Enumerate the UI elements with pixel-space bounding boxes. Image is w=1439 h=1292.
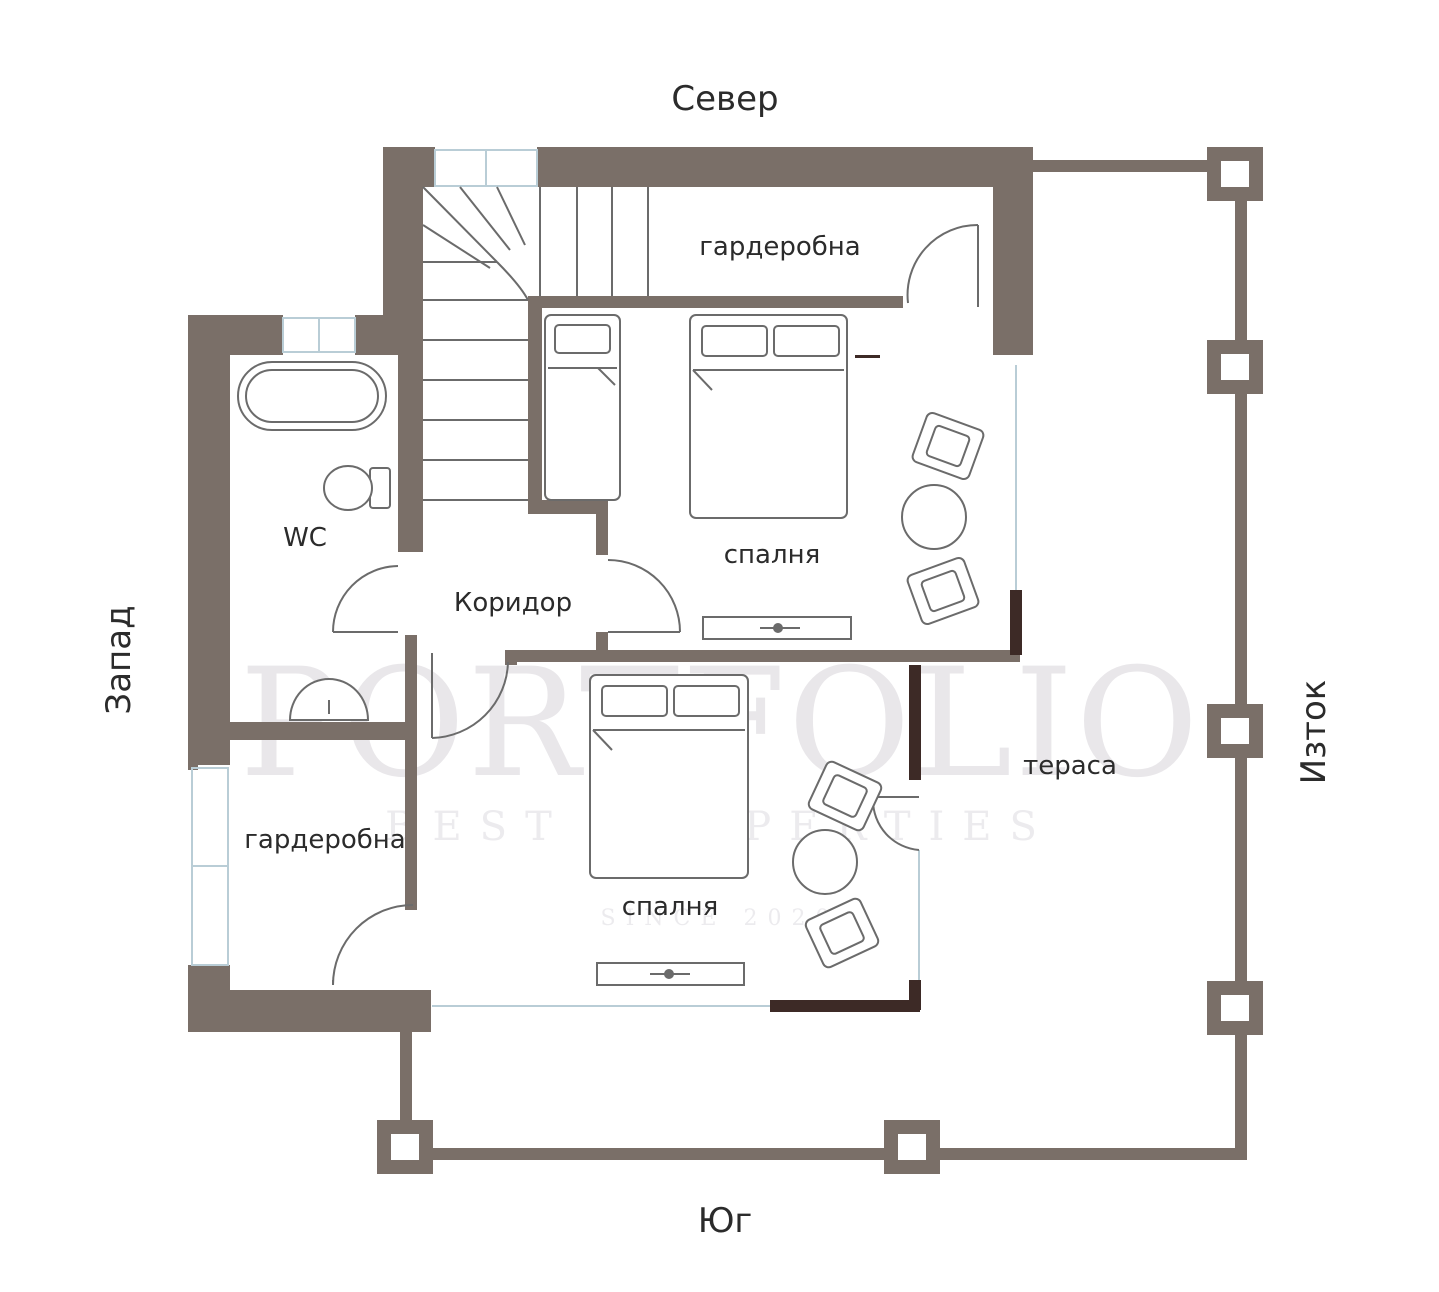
room-label-bedroom-south: спалня bbox=[622, 892, 718, 922]
window-wc bbox=[282, 317, 356, 353]
door-wardrobe-north[interactable] bbox=[906, 223, 979, 307]
south-bedroom-furniture bbox=[589, 674, 883, 986]
armchair-icon bbox=[804, 897, 880, 969]
post-e2 bbox=[1207, 704, 1263, 758]
double-bed-south-icon bbox=[589, 674, 749, 879]
window-north bbox=[434, 149, 538, 187]
watermark-since: SINCE 2020 bbox=[601, 906, 840, 931]
room-label-terrace: тераса bbox=[1023, 751, 1117, 781]
room-label-wardrobe-north: гардеробна bbox=[699, 232, 860, 262]
door-terrace[interactable] bbox=[871, 796, 920, 851]
door-wardrobe-south[interactable] bbox=[332, 904, 414, 986]
dresser-icon bbox=[702, 616, 852, 640]
dresser-icon bbox=[596, 962, 745, 986]
armchair-icon bbox=[807, 760, 883, 832]
armchair-icon bbox=[906, 556, 980, 626]
post-sw bbox=[377, 1120, 433, 1174]
room-labels: гардеробна WC Коридор спалня спалня тера… bbox=[244, 232, 1117, 922]
post-s bbox=[884, 1120, 940, 1174]
door-bedroom-north[interactable] bbox=[607, 559, 681, 633]
windows bbox=[191, 149, 1017, 1007]
post-e3 bbox=[1207, 981, 1263, 1035]
doors bbox=[332, 223, 979, 986]
walls bbox=[188, 147, 1033, 1032]
terrace-outline bbox=[400, 160, 1247, 1160]
dark-wall-accents bbox=[770, 355, 1022, 1012]
sink-icon bbox=[288, 678, 370, 721]
compass-west: Запад bbox=[99, 605, 139, 714]
door-bedroom-south[interactable] bbox=[431, 653, 509, 739]
round-table-icon bbox=[901, 484, 967, 550]
single-bed-icon bbox=[544, 314, 621, 501]
bathroom-fixtures bbox=[237, 361, 391, 721]
window-west-wardrobe bbox=[191, 767, 229, 966]
room-label-wc: WC bbox=[283, 523, 327, 553]
room-label-wardrobe-south: гардеробна bbox=[244, 825, 405, 855]
room-label-bedroom-north: спалня bbox=[724, 540, 820, 570]
armchair-icon bbox=[911, 411, 985, 481]
terrace-posts bbox=[377, 147, 1263, 1174]
room-label-corridor: Коридор bbox=[454, 588, 572, 618]
post-e1 bbox=[1207, 340, 1263, 394]
compass-north: Север bbox=[671, 79, 778, 119]
double-bed-north-icon bbox=[689, 314, 848, 519]
compass-labels: Север Юг Запад Изток bbox=[99, 79, 1334, 1241]
staircase bbox=[422, 186, 649, 501]
compass-south: Юг bbox=[698, 1201, 753, 1241]
bathtub-icon bbox=[237, 361, 387, 431]
compass-east: Изток bbox=[1294, 680, 1334, 785]
post-ne bbox=[1207, 147, 1263, 201]
toilet-icon bbox=[323, 465, 391, 511]
north-bedroom-furniture bbox=[544, 314, 985, 640]
door-wc[interactable] bbox=[332, 565, 399, 633]
round-table-icon bbox=[792, 829, 858, 895]
